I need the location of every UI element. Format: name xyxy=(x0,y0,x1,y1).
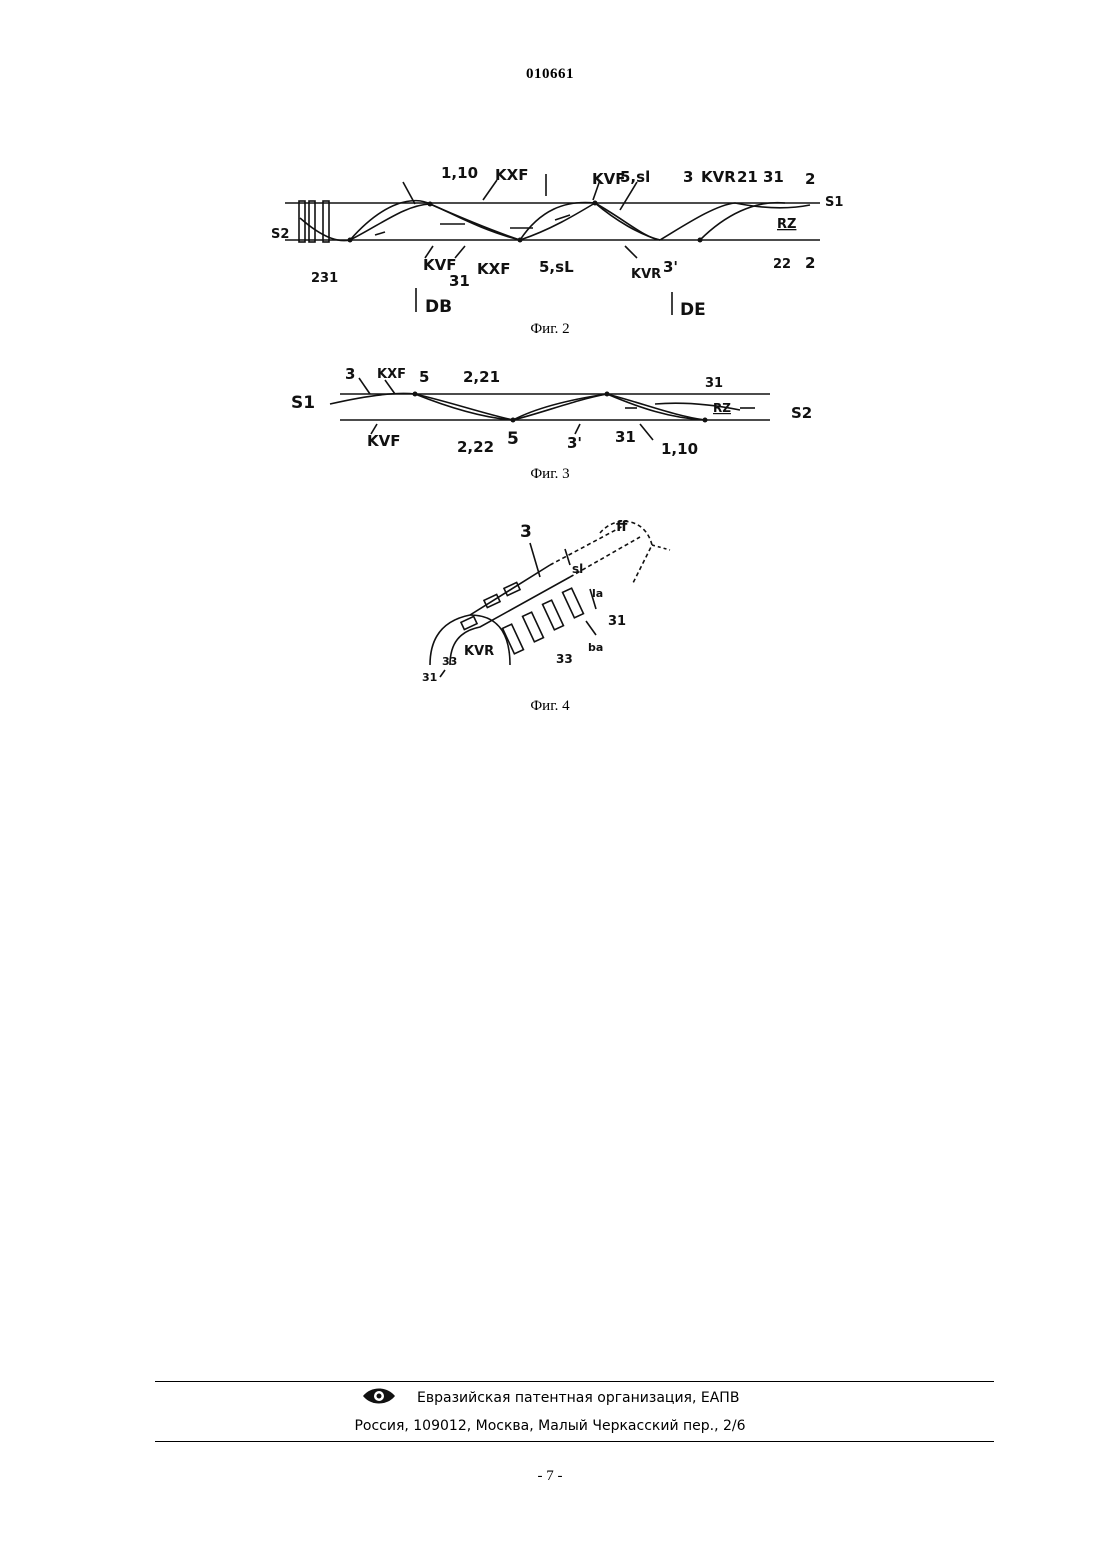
fig3-label: 31 xyxy=(615,428,636,446)
fig4-label: 31 xyxy=(608,614,626,629)
fig2-label: S2 xyxy=(271,227,289,242)
fig4-label: ff xyxy=(616,519,628,535)
fig2-label: 31 xyxy=(763,168,784,186)
fig2-label: 3' xyxy=(663,258,678,276)
fig2-label: DE xyxy=(680,300,706,320)
fig3-label: S2 xyxy=(791,404,812,422)
fig3-label: KXF xyxy=(377,367,406,382)
fig4-label: 33 xyxy=(442,655,457,668)
fig2-label: RZ xyxy=(777,217,796,232)
fig2-label: 2 xyxy=(805,254,815,272)
fig2-label: 22 xyxy=(773,257,791,272)
fig3-label: RZ xyxy=(713,401,731,415)
fig2-label: 5,sl xyxy=(620,168,650,186)
figure-2: 1,10 KXF KVF 5,sl 3 KVR 21 31 2 S1 S2 23… xyxy=(265,160,850,325)
fig2-label: KVR xyxy=(701,168,736,186)
figure-2-caption: Фиг. 2 xyxy=(0,321,1100,338)
figure-4: 3 ff sl la 31 ba 33 KVR 33 31 xyxy=(400,505,700,690)
figure-3: 3 KXF 5 2,21 31 S1 RZ S2 KVF 2,22 5 3' 3… xyxy=(285,362,825,462)
fig3-label: 5 xyxy=(419,368,429,386)
fig3-label: KVF xyxy=(367,432,400,450)
fig2-label: 5,sL xyxy=(539,258,574,276)
figure-4-caption: Фиг. 4 xyxy=(0,698,1100,715)
fig3-label: 31 xyxy=(705,376,723,391)
fig2-label: DB xyxy=(425,297,452,317)
fig4-label: ba xyxy=(588,641,603,654)
figure-2-drawing: 1,10 KXF KVF 5,sl 3 KVR 21 31 2 S1 S2 23… xyxy=(265,160,850,325)
fig3-label: 2,21 xyxy=(463,368,500,386)
fig3-label: S1 xyxy=(291,393,315,413)
figure-3-drawing: 3 KXF 5 2,21 31 S1 RZ S2 KVF 2,22 5 3' 3… xyxy=(285,362,825,462)
fig3-label: 2,22 xyxy=(457,438,494,456)
fig2-label: 2 xyxy=(805,170,815,188)
fig2-label: 31 xyxy=(449,272,470,290)
footer-top-rule xyxy=(155,1381,994,1382)
fig4-label: la xyxy=(592,587,603,600)
footer-address: Россия, 109012, Москва, Малый Черкасский… xyxy=(0,1418,1100,1434)
document-number: 010661 xyxy=(0,66,1100,83)
fig3-label: 3 xyxy=(345,365,355,383)
fig4-label: 31 xyxy=(422,671,437,684)
fig3-label: 3' xyxy=(567,434,582,452)
fig4-label: 33 xyxy=(556,652,573,666)
page-number: - 7 - xyxy=(0,1468,1100,1485)
fig2-label: KXF xyxy=(477,260,510,278)
fig4-label: 3 xyxy=(520,522,532,542)
fig2-label: KXF xyxy=(495,166,528,184)
footer-bottom-rule xyxy=(155,1441,994,1442)
fig4-label: KVR xyxy=(464,644,494,659)
fig2-label: 3 xyxy=(683,168,693,186)
fig2-label: KVR xyxy=(631,267,661,282)
fig4-label: sl xyxy=(572,562,583,576)
fig2-label: 231 xyxy=(311,271,338,286)
figure-3-caption: Фиг. 3 xyxy=(0,466,1100,483)
fig3-label: 1,10 xyxy=(661,440,698,458)
fig2-label: 1,10 xyxy=(441,164,478,182)
eapo-logo-icon xyxy=(361,1386,397,1410)
figure-4-drawing: 3 ff sl la 31 ba 33 KVR 33 31 xyxy=(400,505,700,690)
footer-organization: Евразийская патентная организация, ЕАПВ xyxy=(0,1386,1100,1410)
fig2-label: 21 xyxy=(737,168,758,186)
fig3-label: 5 xyxy=(507,429,519,449)
fig2-label: S1 xyxy=(825,195,843,210)
organization-name: Евразийская патентная организация, ЕАПВ xyxy=(417,1390,739,1406)
